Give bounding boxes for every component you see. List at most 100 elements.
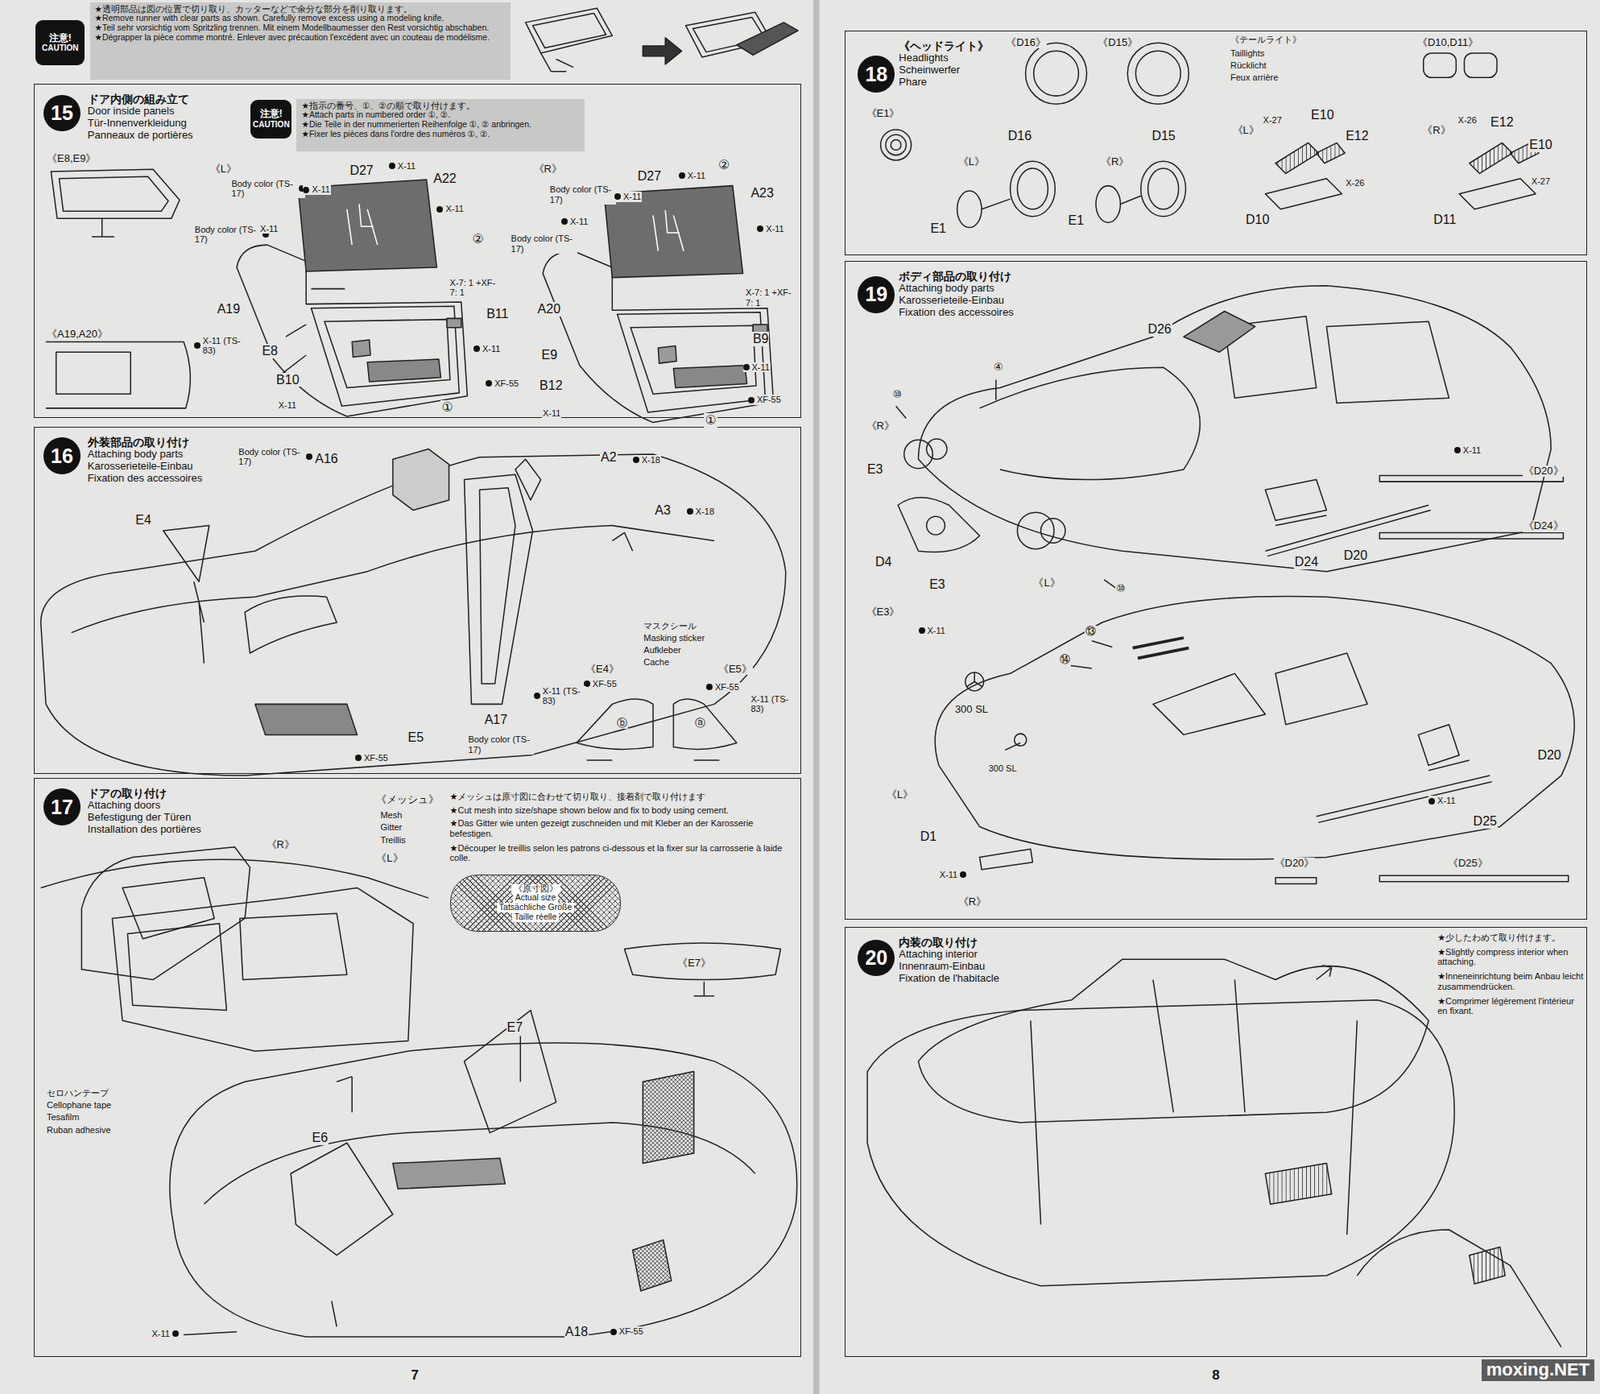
note-text: ★Dégrapper la pièce comme montré. Enleve… xyxy=(95,33,506,43)
paint-code: XF-55 xyxy=(706,682,741,692)
part-number: D4 xyxy=(874,554,893,570)
part-number: A22 xyxy=(432,171,457,187)
view-tag: 《L》 xyxy=(1232,124,1261,137)
note-text: ★透明部品は図の位置で切り取り、カッターなどで余分な部分を削り取ります。 xyxy=(95,4,506,15)
step-heading-text: Karosserieteile-Einbau xyxy=(898,294,1013,307)
paint-code: X-27 xyxy=(1530,176,1551,187)
badge-text: 注意! xyxy=(49,33,72,45)
caution-note: ★指示の番号、①、②の順で取り付けます。★Attach parts in num… xyxy=(296,99,584,153)
note-text: ★Inneneinrichtung beim Anbau leicht zusa… xyxy=(1436,971,1587,992)
step-number: 16 xyxy=(43,437,81,475)
template-text: Taille réelle xyxy=(512,912,560,922)
view-tag: 《R》 xyxy=(1421,124,1452,137)
part-number: E12 xyxy=(1489,115,1514,130)
view-tag: 《R》 xyxy=(1099,156,1130,169)
note-text: ★少したわめて取り付けます。 xyxy=(1436,932,1587,943)
note-text: ★メッシュは原寸図に合わせて切り取り、接着剤で取り付けます xyxy=(449,791,798,802)
paint-code: Cellophane tape xyxy=(45,1099,112,1110)
view-tag: 《E3》 xyxy=(865,606,902,619)
paint-code: Rücklicht xyxy=(1229,60,1268,71)
part-number: D27 xyxy=(348,163,374,178)
step-heading-text: ドアの取り付け xyxy=(87,786,202,800)
part-number: D20 xyxy=(1536,748,1562,763)
step-heading-text: 外装部品の取り付け xyxy=(87,435,203,449)
paint-code: X-11 (TS-83) xyxy=(749,694,794,715)
part-number: E3 xyxy=(866,462,885,477)
paint-code: 《テールライト》 xyxy=(1229,34,1303,45)
step-heading-text: Phare xyxy=(898,76,989,89)
view-tag: 《D25》 xyxy=(1447,857,1489,870)
paint-code: X-11 xyxy=(277,400,298,410)
part-number: A2 xyxy=(599,450,618,465)
step-number: 19 xyxy=(857,276,895,314)
view-tag: 《D16》 xyxy=(1004,37,1047,50)
view-tag: ⑩ xyxy=(1115,582,1127,596)
badge-text: CAUTION xyxy=(41,43,79,54)
part-number: ② xyxy=(471,231,485,247)
step-heading-text: Attaching doors xyxy=(87,799,202,812)
view-tag: 《メッシュ》 xyxy=(375,793,440,807)
view-tag: ⑬ xyxy=(1084,625,1097,638)
paint-code: X-11 xyxy=(436,203,464,214)
part-number: E10 xyxy=(1528,137,1553,153)
view-tag: 300 SL xyxy=(954,703,989,716)
paint-code: X-11 (TS-83) xyxy=(533,686,587,707)
badge-text: 注意! xyxy=(260,108,283,120)
step-heading-text: Installation des portières xyxy=(87,823,202,836)
part-number: E4 xyxy=(134,512,153,528)
paint-code: Taillights xyxy=(1229,48,1266,58)
part-number: D10 xyxy=(1244,212,1270,228)
step-heading-text: Tür-Innenverkleidung xyxy=(87,117,194,130)
part-number: E5 xyxy=(407,730,426,745)
paint-code: X-11 xyxy=(756,223,785,234)
paint-code: X-11 xyxy=(151,1328,179,1339)
step-heading-text: Door inside panels xyxy=(87,105,194,118)
part-number: D16 xyxy=(1007,128,1033,144)
step-heading-text: Innenraum-Einbau xyxy=(898,960,1000,973)
part-number: A3 xyxy=(653,503,672,518)
paint-code: セロハンテープ xyxy=(45,1087,110,1098)
view-tag: 《R》 xyxy=(865,420,896,433)
note-text: ★Remove runner with clear parts as shown… xyxy=(95,13,506,24)
view-tag: 《L》 xyxy=(209,163,238,176)
note-text: ★Das Gitter wie unten gezeigt zuschneide… xyxy=(449,818,798,839)
step-heading: ドア内側の組み立てDoor inside panelsTür-Innenverk… xyxy=(87,92,194,142)
step-heading-text: Attaching body parts xyxy=(898,282,1013,295)
step-heading-text: Attaching interior xyxy=(898,948,1000,961)
step-heading: 内装の取り付けAttaching interiorInnenraum-Einba… xyxy=(898,935,1000,985)
paint-code: X-11 xyxy=(614,191,642,202)
note-text: ★Comprimer légèrement l'intérieur en fix… xyxy=(1436,996,1587,1017)
part-number: A19 xyxy=(216,301,241,317)
paint-code: XF-55 xyxy=(583,678,618,689)
paint-code: 300 SL xyxy=(988,763,1018,774)
step-number: 17 xyxy=(43,788,81,826)
step-panel: 《ヘッドライト》HeadlightsScheinwerferPhare18 xyxy=(844,30,1587,256)
part-number: E8 xyxy=(260,343,279,359)
part-number: ② xyxy=(717,157,731,173)
part-number: E6 xyxy=(311,1130,330,1146)
part-number: D24 xyxy=(1294,554,1319,570)
caution-badge: 注意!CAUTION xyxy=(35,20,85,66)
paint-code: X-11 xyxy=(541,408,562,418)
part-number: D26 xyxy=(1146,322,1172,337)
paint-code: XF-55 xyxy=(355,752,389,763)
paint-code: X-11 xyxy=(302,184,331,195)
paint-code: X-18 xyxy=(686,506,716,517)
paint-code: Feux arrière xyxy=(1229,72,1279,83)
part-number: D15 xyxy=(1150,128,1176,144)
view-tag: 《E7》 xyxy=(676,957,712,970)
paint-code: XF-55 xyxy=(610,1326,645,1336)
part-number: D25 xyxy=(1472,814,1498,829)
paint-code: Body color (TS-17) xyxy=(510,233,578,254)
step-number: 18 xyxy=(857,55,895,93)
paint-code: X-7: 1 +XF-7: 1 xyxy=(449,277,502,298)
paint-code: Body color (TS-17) xyxy=(237,446,313,468)
step-heading-text: Fixation de l'habitacle xyxy=(898,972,1000,985)
paint-code: X-11 xyxy=(561,216,589,227)
part-number: D27 xyxy=(636,169,662,184)
paint-code: X-11 xyxy=(918,625,947,636)
note-text: ★指示の番号、①、②の順で取り付けます。 xyxy=(301,101,579,112)
paint-code: X-18 xyxy=(632,454,662,465)
step-heading-text: Panneaux de portières xyxy=(87,129,194,142)
